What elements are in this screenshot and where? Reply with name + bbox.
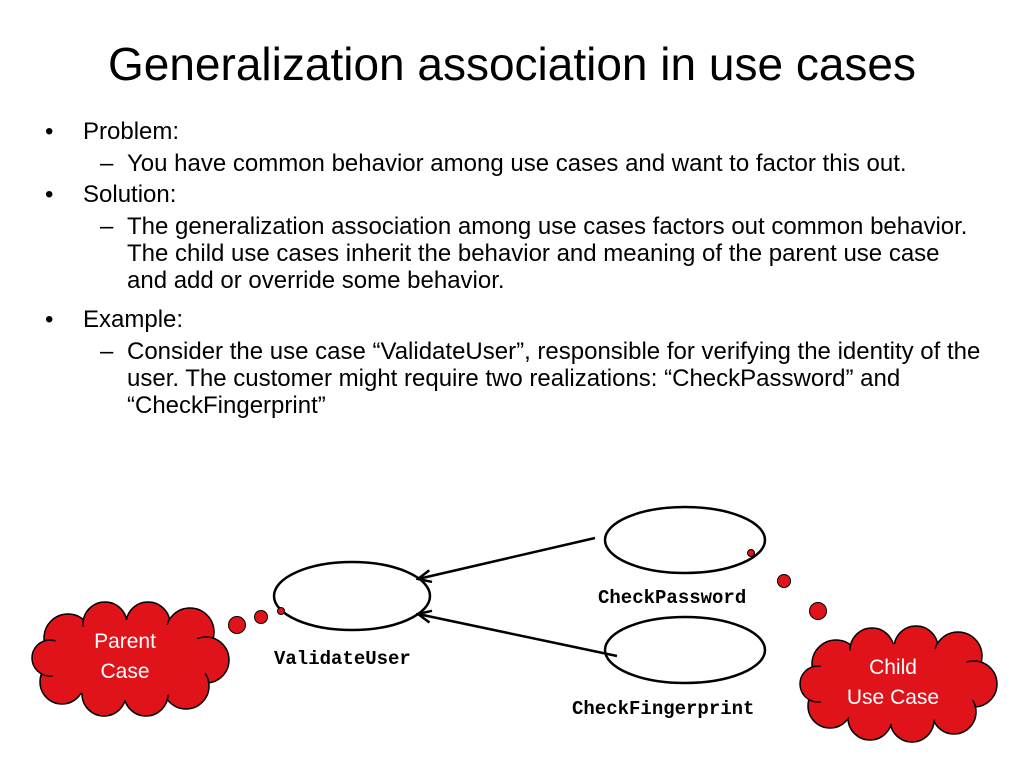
sub-bullet-dash: – [100, 150, 114, 177]
bullet-example: • Example: [45, 306, 985, 333]
sub-bullet-text: Consider the use case “ValidateUser”, re… [127, 338, 981, 419]
callout-trail-dot [254, 610, 268, 624]
sub-bullet-solution: – The generalization association among u… [45, 213, 985, 294]
sub-bullet-dash: – [100, 213, 114, 240]
callout-trail-dot [228, 616, 246, 634]
callout-trail-dot [777, 574, 791, 588]
bullet-label: Example: [83, 306, 184, 333]
bullet-label: Solution: [83, 181, 177, 208]
sub-bullet-problem: – You have common behavior among use cas… [45, 150, 985, 177]
callout-trail-dot [809, 602, 827, 620]
use-case-validate-user [272, 560, 432, 632]
parent-callout-line2: Case [100, 660, 149, 683]
label-validate-user: ValidateUser [274, 648, 411, 670]
parent-callout-line1: Parent [94, 630, 156, 653]
generalization-arrow-password [418, 536, 596, 579]
sub-bullet-text: The generalization association among use… [127, 213, 968, 294]
use-case-check-password [603, 505, 767, 575]
bullet-solution: • Solution: [45, 181, 985, 208]
label-check-fingerprint: CheckFingerprint [572, 698, 754, 720]
use-case-check-fingerprint [603, 615, 767, 685]
bullet-problem: • Problem: [45, 118, 985, 145]
sub-bullet-example: – Consider the use case “ValidateUser”, … [45, 338, 985, 419]
bullet-dot: • [45, 181, 54, 208]
slide-title: Generalization association in use cases [107, 38, 916, 90]
child-callout-line1: Child [869, 656, 917, 679]
bullet-dot: • [45, 306, 54, 333]
sub-bullet-dash: – [100, 338, 114, 365]
bullet-label: Problem: [83, 118, 180, 145]
callout-trail-dot [747, 549, 755, 557]
label-check-password: CheckPassword [598, 587, 746, 609]
child-callout-line2: Use Case [847, 686, 939, 709]
bullet-dot: • [45, 118, 54, 145]
bullet-list: • Problem: – You have common behavior am… [45, 114, 985, 419]
callout-trail-dot [277, 607, 285, 615]
sub-bullet-text: You have common behavior among use cases… [127, 150, 907, 177]
generalization-arrow-fingerprint [418, 614, 618, 658]
